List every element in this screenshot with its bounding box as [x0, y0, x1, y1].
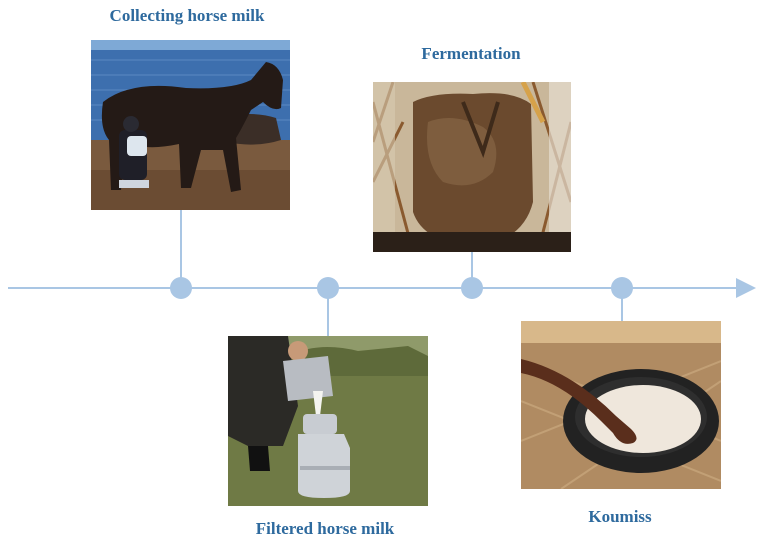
step-label-collecting: Collecting horse milk — [109, 6, 265, 25]
horse-milking-photo — [91, 40, 290, 210]
milk-can-photo — [228, 336, 428, 506]
leather-bag-photo — [373, 82, 571, 252]
step-label-fermentation: Fermentation — [421, 44, 521, 63]
timeline-node-4[interactable] — [611, 277, 633, 299]
timeline-node-1[interactable] — [170, 277, 192, 299]
step-label-koumiss: Koumiss — [588, 507, 652, 526]
timeline-node-2[interactable] — [317, 277, 339, 299]
koumiss-bowl-photo — [521, 321, 721, 489]
timeline-node-3[interactable] — [461, 277, 483, 299]
step-label-filtered: Filtered horse milk — [255, 519, 395, 538]
